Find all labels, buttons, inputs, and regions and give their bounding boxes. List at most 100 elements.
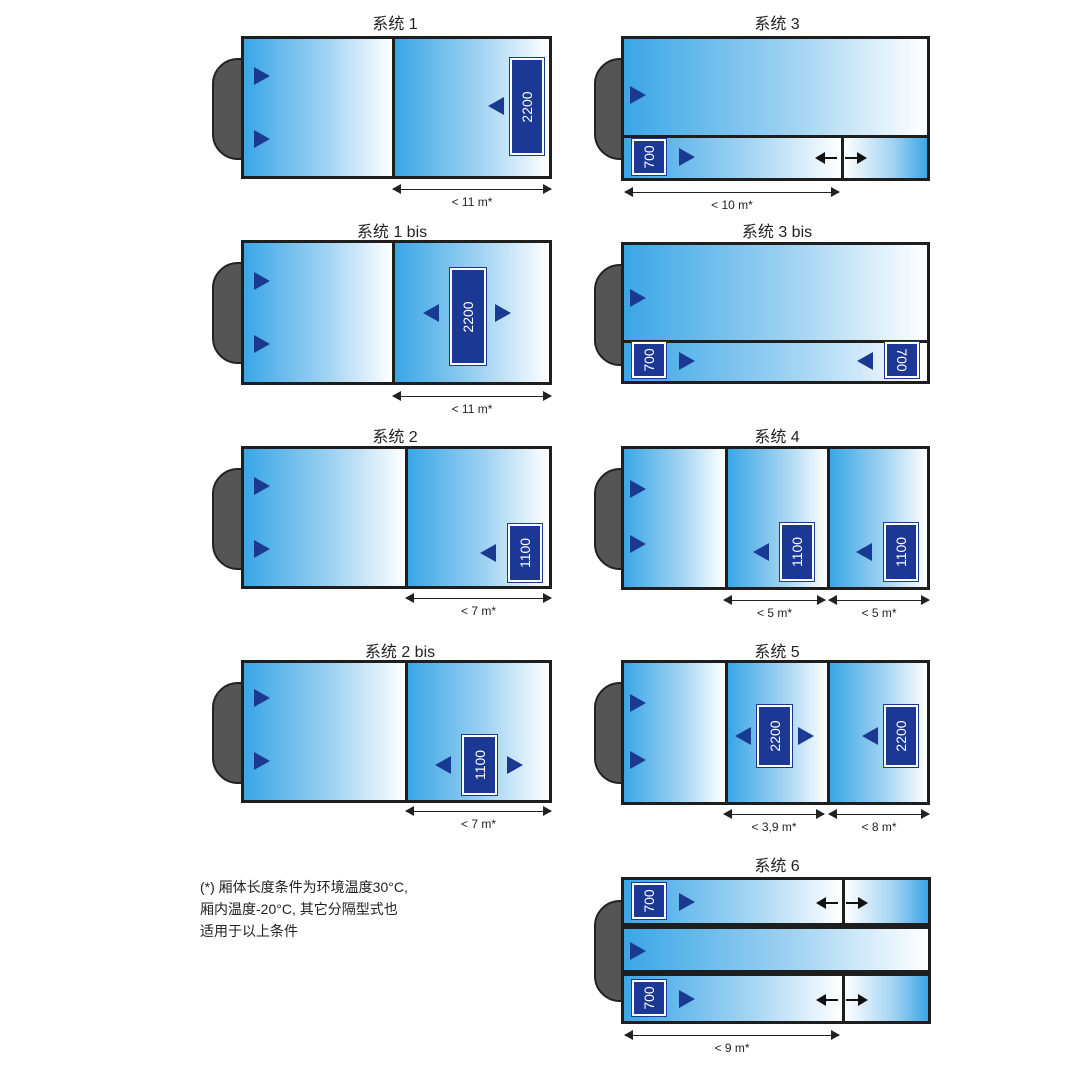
airflow-arrow-icon <box>630 751 646 769</box>
compartment-front <box>244 663 405 800</box>
compartment-front <box>244 39 392 176</box>
footnote: (*) 厢体长度条件为环境温度30°C, 厢内温度-20°C, 其它分隔型式也 … <box>200 876 500 942</box>
footnote-line: (*) 厢体长度条件为环境温度30°C, <box>200 879 408 895</box>
evaporator-unit: 1100 <box>780 523 814 581</box>
divider <box>827 449 830 587</box>
dimension-label: < 9 m* <box>714 1041 750 1055</box>
airflow-arrow-icon <box>254 67 270 85</box>
divider <box>624 340 927 343</box>
truck-body <box>621 446 930 590</box>
movable-divider <box>841 138 844 178</box>
evaporator-unit: 700 <box>632 342 666 378</box>
airflow-arrow-icon <box>630 289 646 307</box>
airflow-arrow-icon <box>495 304 511 322</box>
divider <box>392 39 395 176</box>
dimension-label: < 7 m* <box>460 817 497 831</box>
evaporator-unit: 700 <box>632 139 666 175</box>
divider <box>405 449 408 586</box>
airflow-arrow-icon <box>679 148 695 166</box>
airflow-arrow-icon <box>753 543 769 561</box>
airflow-arrow-icon <box>630 86 646 104</box>
airflow-arrow-icon <box>630 942 646 960</box>
divider <box>725 449 728 587</box>
diagram-title: 系统 3 <box>754 16 800 33</box>
evaporator-unit: 700 <box>885 342 919 378</box>
length-dimension: < 11 m* <box>392 183 552 209</box>
movable-divider <box>842 880 845 923</box>
airflow-arrow-icon <box>254 477 270 495</box>
truck-body <box>621 242 930 384</box>
length-dimension: < 7 m* <box>405 592 552 618</box>
airflow-arrow-icon <box>507 756 523 774</box>
diagram-title: 系统 2 <box>372 429 418 446</box>
dimension-label: < 11 m* <box>451 195 493 209</box>
divider <box>725 663 728 802</box>
diagram-title: 系统 2 bis <box>364 644 436 661</box>
divider <box>624 923 928 929</box>
airflow-arrow-icon <box>254 540 270 558</box>
airflow-arrow-icon <box>254 272 270 290</box>
footnote-line: 适用于以上条件 <box>200 923 298 939</box>
length-dimension: < 3,9 m* <box>723 808 825 834</box>
dimension-label: < 11 m* <box>451 402 493 416</box>
divider-slide-icon <box>816 993 868 1007</box>
airflow-arrow-icon <box>735 727 751 745</box>
airflow-arrow-icon <box>630 480 646 498</box>
airflow-arrow-icon <box>480 544 496 562</box>
evaporator-unit: 1100 <box>884 523 918 581</box>
airflow-arrow-icon <box>857 352 873 370</box>
truck-body <box>621 877 931 1024</box>
airflow-arrow-icon <box>423 304 439 322</box>
dimension-label: < 10 m* <box>711 198 753 212</box>
divider <box>624 970 928 976</box>
compartment-front <box>244 449 405 586</box>
divider <box>392 243 395 382</box>
airflow-arrow-icon <box>862 727 878 745</box>
length-dimension: < 9 m* <box>624 1029 840 1055</box>
length-dimension: < 11 m* <box>392 390 552 416</box>
diagram-title: 系统 5 <box>754 644 800 661</box>
airflow-arrow-icon <box>856 543 872 561</box>
airflow-arrow-icon <box>254 752 270 770</box>
truck-body <box>241 36 552 179</box>
compartment-main <box>624 245 927 340</box>
airflow-arrow-icon <box>630 535 646 553</box>
evaporator-unit: 700 <box>632 980 666 1016</box>
diagram-title: 系统 3 bis <box>741 224 813 241</box>
airflow-arrow-icon <box>254 130 270 148</box>
truck-body <box>241 446 552 589</box>
evaporator-unit: 2200 <box>510 58 544 155</box>
compartment-front <box>624 449 725 587</box>
truck-body <box>241 660 552 803</box>
airflow-arrow-icon <box>488 97 504 115</box>
dimension-label: < 5 m* <box>756 606 793 620</box>
diagram-title: 系统 4 <box>754 429 800 446</box>
diagram-title: 系统 6 <box>754 858 800 875</box>
evaporator-unit: 1100 <box>462 735 497 795</box>
length-dimension: < 5 m* <box>828 594 930 620</box>
airflow-arrow-icon <box>254 689 270 707</box>
compartment-front <box>624 663 725 802</box>
evaporator-unit: 2200 <box>757 705 792 767</box>
airflow-arrow-icon <box>435 756 451 774</box>
dimension-label: < 7 m* <box>460 604 497 618</box>
movable-divider <box>842 976 845 1021</box>
length-dimension: < 10 m* <box>624 186 840 212</box>
airflow-arrow-icon <box>254 335 270 353</box>
airflow-arrow-icon <box>679 893 695 911</box>
evaporator-unit: 2200 <box>450 268 486 365</box>
length-dimension: < 5 m* <box>723 594 826 620</box>
divider-slide-icon <box>816 896 868 910</box>
evaporator-unit: 700 <box>632 883 666 919</box>
evaporator-unit: 1100 <box>508 524 542 582</box>
footnote-line: 厢内温度-20°C, 其它分隔型式也 <box>200 901 398 917</box>
divider <box>405 663 408 800</box>
divider <box>827 663 830 802</box>
compartment-main <box>624 929 928 970</box>
compartment-main <box>624 39 927 135</box>
diagram-title: 系统 1 <box>372 16 418 33</box>
compartment-front <box>244 243 392 382</box>
airflow-arrow-icon <box>679 990 695 1008</box>
airflow-arrow-icon <box>679 352 695 370</box>
airflow-arrow-icon <box>630 694 646 712</box>
